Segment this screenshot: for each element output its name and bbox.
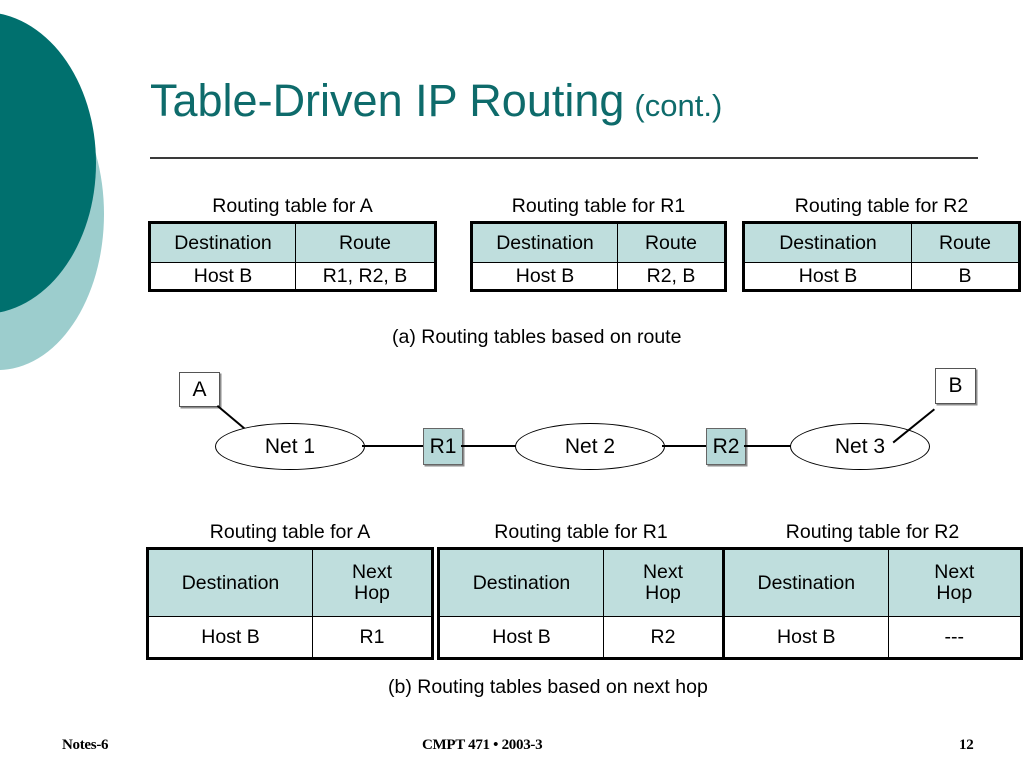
- caption-section-b: (b) Routing tables based on next hop: [388, 676, 708, 698]
- link-r1-net2: [461, 445, 517, 447]
- cell-destination: Host B: [149, 262, 296, 291]
- column-header-route: Route: [911, 222, 1020, 263]
- routing-table-r2-route-group: Routing table for R2 Destination Route H…: [742, 194, 1021, 292]
- cell-route: R2, B: [617, 262, 726, 291]
- cell-destination: Host B: [438, 616, 604, 659]
- routing-table-r1-route-group: Routing table for R1 Destination Route H…: [470, 194, 727, 292]
- table-row: Host B R2, B: [471, 262, 726, 291]
- cell-route: B: [911, 262, 1020, 291]
- column-header-route: Route: [617, 222, 726, 263]
- host-b-node[interactable]: B: [935, 368, 976, 404]
- table-row: Host B R1, R2, B: [149, 262, 436, 291]
- net3-label: Net 3: [834, 434, 886, 458]
- routing-table-a-route-group: Routing table for A Destination Route Ho…: [148, 194, 437, 292]
- table-header-row: Destination Route: [149, 222, 436, 263]
- cell-destination: Host B: [147, 616, 313, 659]
- cell-next-hop: R1: [312, 616, 433, 659]
- footer-center-text: CMPT 471 • 2003-3: [422, 737, 543, 753]
- cell-destination: Host B: [723, 616, 889, 659]
- table-row: Host B R2: [438, 616, 724, 659]
- routing-table-r1-route: Destination Route Host B R2, B: [470, 221, 727, 292]
- table-caption: Routing table for A: [209, 521, 371, 543]
- page-title: Table-Driven IP Routing (cont.): [150, 76, 980, 131]
- routing-table-a-route: Destination Route Host B R1, R2, B: [148, 221, 437, 292]
- link-r2-net3: [744, 445, 792, 447]
- network-diagram: A Net 1 R1 Net 2 R2 Net 3: [160, 360, 990, 480]
- column-header-destination: Destination: [471, 222, 618, 263]
- cell-next-hop: ---: [887, 616, 1023, 659]
- net1-node[interactable]: Net 1: [215, 423, 365, 470]
- cell-next-hop: R2: [603, 616, 724, 659]
- column-header-destination: Destination: [147, 548, 313, 617]
- table-header-row: Destination Route: [743, 222, 1020, 263]
- host-a-label: A: [192, 377, 207, 401]
- table-row: Host B ---: [723, 616, 1023, 659]
- router-r1-label: R1: [429, 434, 457, 458]
- column-header-destination: Destination: [438, 548, 604, 617]
- link-net2-r2: [662, 445, 708, 447]
- host-b-label: B: [948, 374, 963, 397]
- footer-left-text: Notes-6: [62, 737, 109, 753]
- cell-destination: Host B: [471, 262, 618, 291]
- net2-node[interactable]: Net 2: [515, 423, 665, 470]
- link-net1-r1: [362, 445, 423, 447]
- router-r2-label: R2: [712, 434, 740, 458]
- caption-section-a: (a) Routing tables based on route: [392, 326, 682, 348]
- router-r1-node[interactable]: R1: [423, 428, 463, 465]
- host-a-node[interactable]: A: [179, 372, 220, 407]
- table-caption: Routing table for R1: [511, 195, 686, 217]
- router-r2-node[interactable]: R2: [706, 428, 746, 465]
- routing-table-r2-route: Destination Route Host B B: [742, 221, 1021, 292]
- slide-number: 12: [959, 737, 974, 753]
- table-caption: Routing table for R2: [794, 195, 969, 217]
- table-caption: Routing table for R2: [785, 521, 960, 543]
- column-header-destination: Destination: [743, 222, 912, 263]
- column-header-destination: Destination: [723, 548, 889, 617]
- cell-destination: Host B: [743, 262, 912, 291]
- column-header-destination: Destination: [149, 222, 296, 263]
- title-divider: [150, 157, 978, 159]
- column-header-route: Route: [295, 222, 436, 263]
- cell-route: R1, R2, B: [295, 262, 436, 291]
- title-main-text: Table-Driven IP Routing: [150, 75, 625, 126]
- table-caption: Routing table for R1: [494, 521, 668, 543]
- table-row: Host B R1: [147, 616, 433, 659]
- net2-label: Net 2: [564, 434, 616, 458]
- net1-label: Net 1: [264, 434, 316, 458]
- table-header-row: Destination Route: [471, 222, 726, 263]
- table-row: Host B B: [743, 262, 1020, 291]
- title-sub-text: (cont.): [634, 88, 723, 123]
- table-caption: Routing table for A: [212, 195, 373, 217]
- net3-node[interactable]: Net 3: [790, 423, 930, 470]
